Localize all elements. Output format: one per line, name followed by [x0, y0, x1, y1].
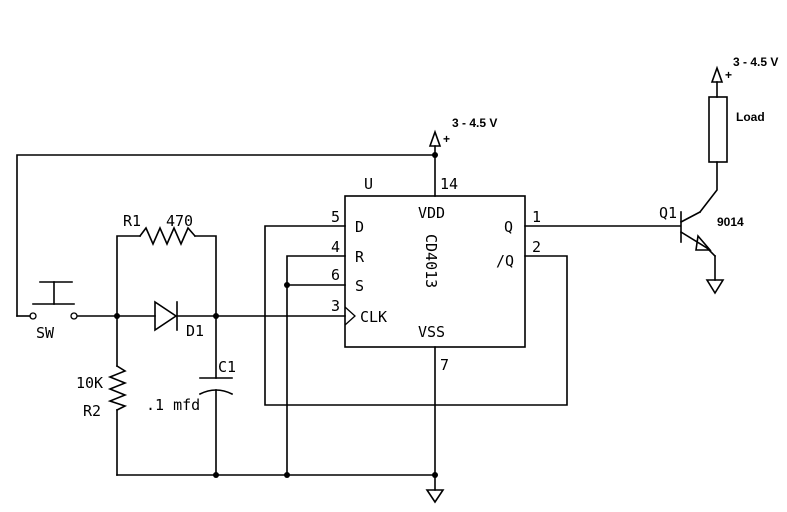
ground-arrow-icon: [705, 279, 725, 295]
supply-plus-sign: +: [443, 132, 450, 146]
r2-value: 10K: [76, 374, 103, 392]
junction-dot: [284, 282, 290, 288]
transistor-emitter-lead: [705, 246, 717, 258]
pin-qbar-label: /Q: [496, 252, 514, 270]
diode-d1: D1: [154, 300, 204, 340]
ground-transistor: [705, 279, 725, 295]
pin-s-label: S: [355, 277, 364, 295]
r1-label: R1: [123, 212, 141, 230]
pin-vdd-number: 14: [440, 175, 458, 193]
supply-ic: + 3 - 4.5 V: [428, 116, 497, 147]
pin-d-label: D: [355, 218, 364, 236]
transistor-emitter: [679, 230, 709, 250]
resistor-zigzag: [138, 226, 197, 246]
pin-s-number: 6: [331, 266, 340, 284]
c1-value: .1 mfd: [146, 396, 200, 414]
switch-terminal: [29, 312, 37, 320]
pin-vdd-label: VDD: [418, 204, 445, 222]
pin-d-number: 5: [331, 208, 340, 226]
wire-r1-right: [194, 235, 217, 317]
pin-clk-label: CLK: [360, 308, 387, 326]
junction-dot: [284, 472, 290, 478]
clock-triangle: [344, 306, 356, 326]
supply-load: + 3 - 4.5 V: [710, 55, 778, 83]
q1-label: Q1: [659, 204, 677, 222]
diode-triangle: [154, 300, 178, 332]
switch-sw: SW: [29, 281, 78, 342]
wire-switch-to-supply: [16, 154, 436, 317]
load-body: [708, 96, 728, 163]
junction-dot: [213, 472, 219, 478]
capacitor-plate-bottom: [198, 389, 234, 396]
junctions: [114, 152, 438, 478]
supply-load-label: 3 - 4.5 V: [733, 55, 778, 69]
pin-qbar-number: 2: [532, 238, 541, 256]
ground-arrow-icon: [425, 489, 445, 504]
supply-ic-label: 3 - 4.5 V: [452, 116, 497, 130]
ground-ic: [425, 489, 445, 504]
supply-arrow-icon: [710, 65, 724, 83]
supply-plus-sign: +: [725, 68, 732, 82]
transistor-collector: [679, 210, 702, 224]
supply-arrow-icon: [428, 129, 442, 147]
pin-q-number: 1: [532, 208, 541, 226]
q1-part-label: 9014: [717, 215, 744, 229]
resistor-r1: R1 470: [123, 212, 197, 246]
switch-label: SW: [36, 324, 55, 342]
pin-vss-number: 7: [440, 356, 449, 374]
r1-value: 470: [166, 212, 193, 230]
wire-d-feedback: [264, 225, 568, 406]
ic-ref-label: U: [364, 175, 373, 193]
capacitor-c1: C1 .1 mfd: [146, 358, 236, 414]
junction-dot: [432, 152, 438, 158]
pin-r-number: 4: [331, 238, 340, 256]
ic-part-label: CD4013: [422, 234, 440, 288]
emitter-arrow-icon: [695, 234, 712, 251]
pin-q-label: Q: [504, 218, 513, 236]
resistor-r2: 10K R2: [76, 364, 128, 420]
pin-vss-label: VSS: [418, 323, 445, 341]
resistor-zigzag: [107, 364, 128, 412]
junction-dot: [213, 313, 219, 319]
wires: [16, 81, 718, 491]
load-label: Load: [736, 110, 765, 124]
c1-label: C1: [218, 358, 236, 376]
transistor-q1: Q1 9014: [659, 204, 744, 258]
junction-dot: [432, 472, 438, 478]
ic-cd4013: U CD4013 14 VDD 5 D 4 R 6 S 3 CLK VSS 7 …: [331, 175, 541, 374]
junction-dot: [114, 313, 120, 319]
d1-label: D1: [186, 322, 204, 340]
wire-reset-to-ground: [286, 255, 346, 476]
pin-clk-number: 3: [331, 297, 340, 315]
pin-r-label: R: [355, 248, 365, 266]
ic-body: [344, 195, 526, 348]
load-resistor: Load: [708, 96, 765, 163]
r2-label: R2: [83, 402, 101, 420]
switch-terminal: [70, 312, 78, 320]
wire-load-to-collector: [698, 161, 718, 214]
wire-r1-left: [116, 235, 141, 317]
